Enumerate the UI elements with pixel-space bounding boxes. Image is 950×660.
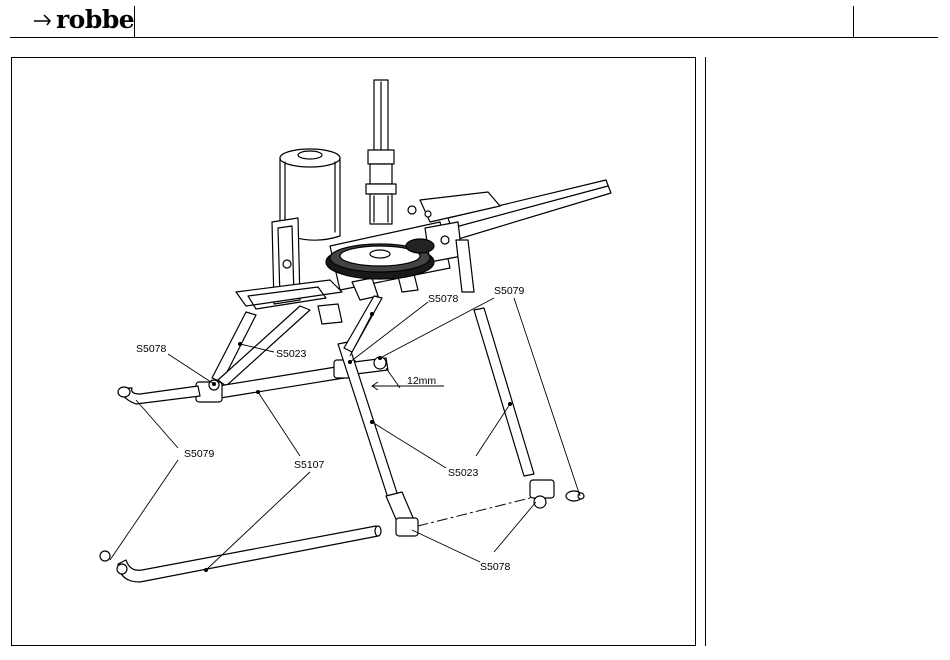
skid-rear — [100, 526, 381, 582]
label-s5078-top-right: S5078 — [428, 293, 459, 305]
label-s5023-left: S5023 — [276, 348, 307, 360]
main-shaft — [366, 80, 396, 224]
label-s5078-left: S5078 — [136, 343, 167, 355]
label-s5078-bottom: S5078 — [480, 561, 511, 573]
label-s5023-right: S5023 — [448, 467, 479, 479]
strut-rear-centre — [338, 296, 418, 536]
label-s5079-top-right: S5079 — [494, 285, 525, 297]
leader-lines — [110, 298, 580, 572]
label-s5079-left: S5079 — [184, 448, 215, 460]
label-dimension-12mm: 12mm — [407, 375, 436, 387]
connector-line — [418, 498, 530, 526]
part-labels: S5078 S5079 S5078 S5023 12mm S5079 S5107… — [136, 285, 525, 573]
skid-left — [118, 386, 200, 404]
label-s5107: S5107 — [294, 459, 325, 471]
